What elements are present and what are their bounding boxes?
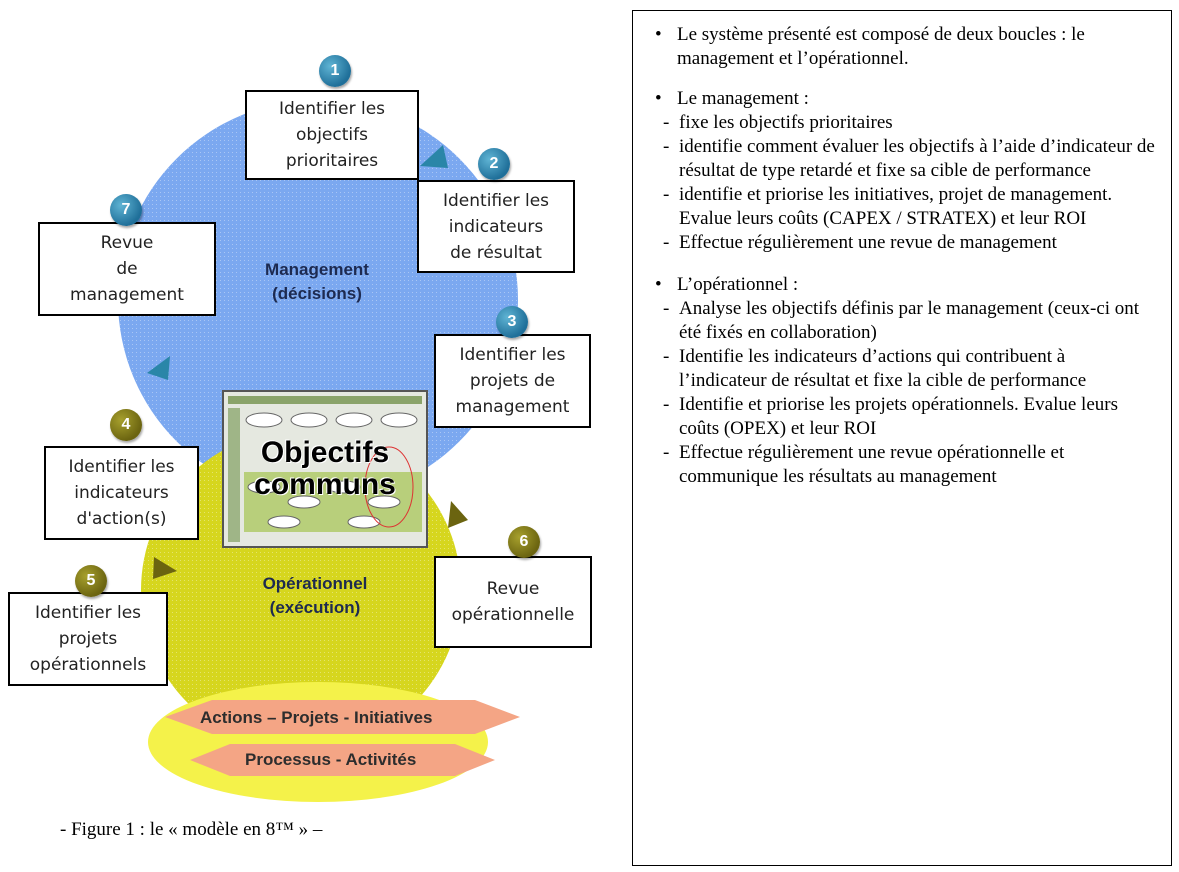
- common-objectives-panel: Objectifs communs: [222, 390, 428, 548]
- processes-label: Processus - Activités: [245, 750, 417, 769]
- operational-list: Analyse les objectifs définis par le man…: [655, 297, 1157, 489]
- objectives-thumbnail: [224, 392, 426, 546]
- operational-item: Identifie et priorise les projets opérat…: [655, 393, 1157, 441]
- actions-label: Actions – Projets - Initiatives: [200, 708, 433, 727]
- arrow-icon: [448, 501, 468, 528]
- intro-bullet: Le système présenté est composé de deux …: [655, 23, 1157, 71]
- management-item: identifie et priorise les initiatives, p…: [655, 183, 1157, 231]
- operational-item: Identifie les indicateurs d’actions qui …: [655, 345, 1157, 393]
- management-bullet: Le management : fixe les objectifs prior…: [655, 87, 1157, 255]
- management-heading: Le management :: [677, 88, 809, 109]
- arrow-icon: [153, 557, 177, 579]
- operational-heading: L’opérationnel :: [677, 274, 799, 295]
- arrow-icon: [147, 356, 170, 380]
- processes-band: [190, 744, 495, 776]
- step-7-badge: 7: [110, 194, 142, 226]
- center-title-line-1: Objectifs: [260, 436, 390, 469]
- operational-item: Effectue régulièrement une revue opérati…: [655, 441, 1157, 489]
- step-6-badge: 6: [508, 526, 540, 558]
- figure-caption: - Figure 1 : le « modèle en 8™ » –: [60, 819, 323, 840]
- step-4-badge: 4: [110, 409, 142, 441]
- management-item: identifie comment évaluer les objectifs …: [655, 135, 1157, 183]
- operational-bullet: L’opérationnel : Analyse les objectifs d…: [655, 273, 1157, 489]
- model-8-diagram: Management (décisions) Opérationnel (exé…: [8, 55, 592, 802]
- step-2-badge: 2: [478, 148, 510, 180]
- operational-loop-label: Opérationnel (exécution): [262, 574, 368, 617]
- center-title-line-2: communs: [254, 468, 396, 501]
- step-1-badge: 1: [319, 55, 351, 87]
- step-3-badge: 3: [496, 306, 528, 338]
- management-item: fixe les objectifs prioritaires: [655, 111, 1157, 135]
- management-item: Effectue régulièrement une revue de mana…: [655, 231, 1157, 255]
- management-list: fixe les objectifs prioritaires identifi…: [655, 111, 1157, 255]
- arrow-icon: [420, 145, 448, 168]
- actions-band: [165, 700, 520, 734]
- explanation-panel: Le système présenté est composé de deux …: [632, 10, 1172, 866]
- step-5-badge: 5: [75, 565, 107, 597]
- management-loop-label: Management (décisions): [265, 260, 369, 303]
- operational-item: Analyse les objectifs définis par le man…: [655, 297, 1157, 345]
